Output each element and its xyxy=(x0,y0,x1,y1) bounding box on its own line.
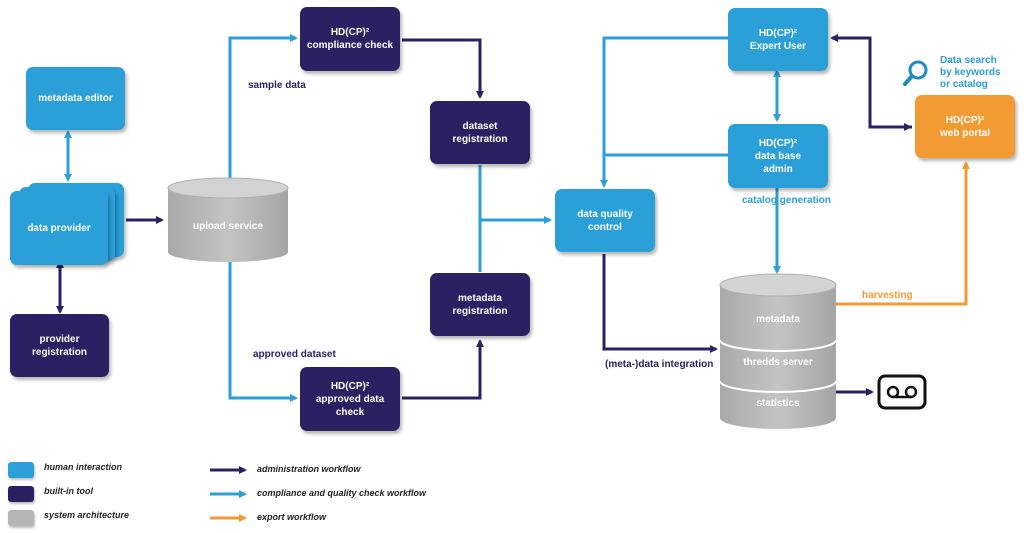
web-portal-node: HD(CP)² web portal xyxy=(915,95,1015,158)
upload-service-label: upload service xyxy=(192,221,264,232)
data-provider-stack: data provider xyxy=(10,183,128,265)
edge-compliance-dataset xyxy=(402,38,484,99)
storage-cylinder xyxy=(719,273,837,429)
edge-expert-qc xyxy=(600,36,728,188)
legend-compliance-label: compliance and quality check workflow xyxy=(257,488,427,498)
database-admin-node: HD(CP)² data base admin xyxy=(728,124,828,188)
approved-data-check-node: HD(CP)² approved data check xyxy=(300,367,400,431)
legend-human-label: human interaction xyxy=(44,462,123,472)
dataset-registration-node: dataset registration xyxy=(430,101,530,164)
upload-service-cylinder xyxy=(167,177,289,262)
edge-upload-approved xyxy=(228,262,298,402)
compliance-check-label: HD(CP)² compliance check xyxy=(306,27,394,51)
data-provider-node: data provider xyxy=(10,191,108,265)
tape-icon xyxy=(877,374,927,410)
approved-dataset-label: approved dataset xyxy=(253,349,336,360)
metadata-editor-node: metadata editor xyxy=(26,67,125,130)
edge-upload-compliance xyxy=(228,34,298,180)
legend-admin-label: administration workflow xyxy=(257,464,361,474)
legend-system-swatch xyxy=(8,510,34,526)
metadata-editor-label: metadata editor xyxy=(38,93,113,104)
approved-data-check-label: HD(CP)² approved data check xyxy=(315,380,385,418)
metadata-registration-label: metadata registration xyxy=(452,292,508,317)
catalog-generation-label: catalog generation xyxy=(742,195,831,206)
edge-harvesting xyxy=(836,161,970,306)
legend-builtin-label: built-in tool xyxy=(44,486,93,496)
meta-data-integration-label: (meta-)data integration xyxy=(605,359,714,370)
legend-export-label: export workflow xyxy=(257,512,327,522)
data-quality-control-label: data quality control xyxy=(577,208,633,233)
edge-portal-expert xyxy=(830,34,912,129)
metadata-registration-node: metadata registration xyxy=(430,273,530,336)
data-quality-control-node: data quality control xyxy=(555,189,655,252)
compliance-check-node: HD(CP)² compliance check xyxy=(300,7,400,71)
data-search-label: Data search by keywords or catalog xyxy=(940,55,1001,90)
sample-data-label: sample data xyxy=(248,80,306,91)
legend-human-swatch xyxy=(8,462,34,478)
search-icon xyxy=(903,60,928,86)
edge-approved-metadata xyxy=(402,339,484,400)
harvesting-label: harvesting xyxy=(862,290,913,301)
edge-qc-storage xyxy=(602,254,718,353)
provider-registration-node: provider registration xyxy=(10,314,109,377)
expert-user-node: HD(CP)² Expert User xyxy=(728,8,828,71)
legend-builtin-swatch xyxy=(8,486,34,502)
web-portal-label: HD(CP)² web portal xyxy=(939,114,990,139)
dataset-registration-label: dataset registration xyxy=(452,120,508,145)
database-admin-label: HD(CP)² data base admin xyxy=(754,137,802,175)
legend-system-label: system architecture xyxy=(44,510,130,520)
storage-statistics-label: statistics xyxy=(756,398,800,409)
provider-registration-label: provider registration xyxy=(31,333,87,358)
storage-metadata-label: metadata xyxy=(756,314,800,325)
expert-user-label: HD(CP)² Expert User xyxy=(749,27,807,52)
storage-thredds-label: thredds server xyxy=(743,357,813,368)
data-provider-label: data provider xyxy=(27,222,91,234)
